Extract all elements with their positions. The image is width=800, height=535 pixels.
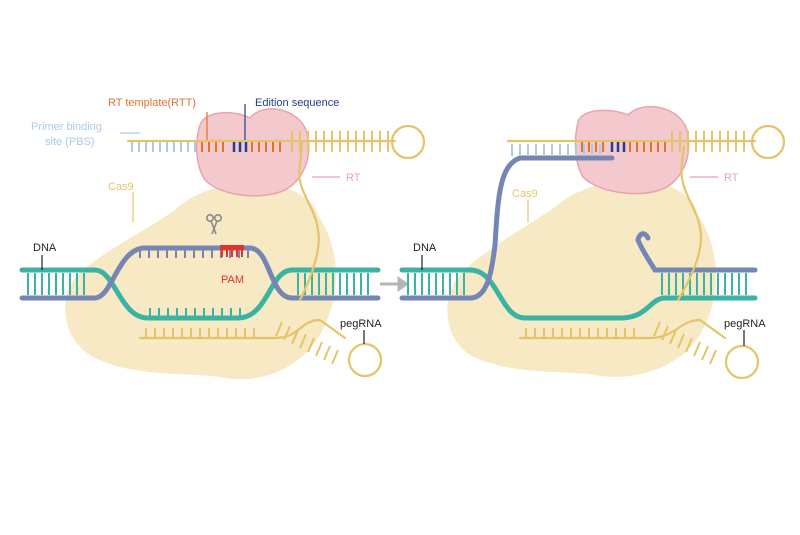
cas9-protein-right	[447, 180, 717, 377]
label-rt-template: RT template(RTT)	[108, 97, 196, 109]
pam-block	[220, 245, 244, 250]
cas9-protein-left	[65, 183, 337, 380]
right-panel: Cas9 RT DNA pegRNA	[399, 105, 786, 380]
dna-blue-strand-left	[19, 245, 381, 301]
tick	[685, 337, 693, 353]
tick	[275, 321, 283, 337]
pegrna-loop-left	[347, 342, 383, 378]
tick	[693, 341, 701, 357]
label-pegrna-right: pegRNA	[724, 318, 766, 330]
dna-blue-flap-hook	[635, 231, 651, 243]
rt-protein-left	[195, 108, 310, 197]
dna-teal-strand-left	[19, 267, 381, 321]
label-cas9: Cas9	[108, 181, 134, 193]
tick	[299, 333, 307, 349]
pegrna-tail-right	[676, 144, 703, 302]
label-dna-right: DNA	[413, 242, 437, 254]
label-rt: RT	[346, 172, 361, 184]
tick	[661, 325, 669, 341]
pegrna-spacer-ticks-right	[525, 328, 635, 337]
pegrna-spacer-right	[518, 318, 727, 340]
dna-base-pairs-right	[407, 144, 747, 295]
tick	[701, 345, 709, 361]
scissors-icon	[206, 213, 223, 235]
tick	[323, 345, 331, 361]
pegrna-top-loop-left	[390, 124, 426, 160]
pegrna-scaffold-right	[653, 321, 717, 365]
dna-teal-strand-right	[399, 267, 758, 321]
tick	[669, 329, 677, 345]
pegrna-spacer-left	[138, 318, 347, 340]
left-panel: RT template(RTT) Edition sequence Primer…	[19, 97, 426, 380]
tick	[307, 337, 315, 353]
tick	[315, 341, 323, 357]
dna-blue-flap-right	[635, 237, 758, 273]
label-pbs-line1: Primer binding	[31, 121, 102, 133]
pegrna-scaffold-left	[275, 321, 339, 365]
tick	[653, 321, 661, 337]
pegrna-top-ticks-right	[581, 131, 745, 152]
pegrna-tail-left	[298, 140, 320, 302]
tick	[291, 329, 299, 345]
tick	[331, 349, 339, 365]
label-pam: PAM	[221, 274, 244, 286]
label-pegrna: pegRNA	[340, 318, 382, 330]
pegrna-spacer-ticks-left	[145, 328, 255, 337]
bubble-ticks-left	[139, 250, 249, 316]
label-dna: DNA	[33, 242, 57, 254]
rt-protein-right	[574, 105, 690, 195]
pegrna-top-ticks-left	[131, 131, 389, 152]
pegrna-top-loop-right	[750, 124, 786, 160]
label-pbs-line2: site (PBS)	[45, 136, 95, 148]
pam-site	[220, 245, 244, 257]
label-cas9-right: Cas9	[512, 188, 538, 200]
tick	[709, 349, 717, 365]
pegrna-loop-right	[724, 344, 760, 380]
label-edition-sequence: Edition sequence	[255, 97, 339, 109]
tick	[677, 333, 685, 349]
right-arrow-icon	[380, 276, 409, 292]
tick	[283, 325, 291, 341]
label-rt-right: RT	[724, 172, 739, 184]
dna-blue-strand-right	[399, 155, 615, 301]
